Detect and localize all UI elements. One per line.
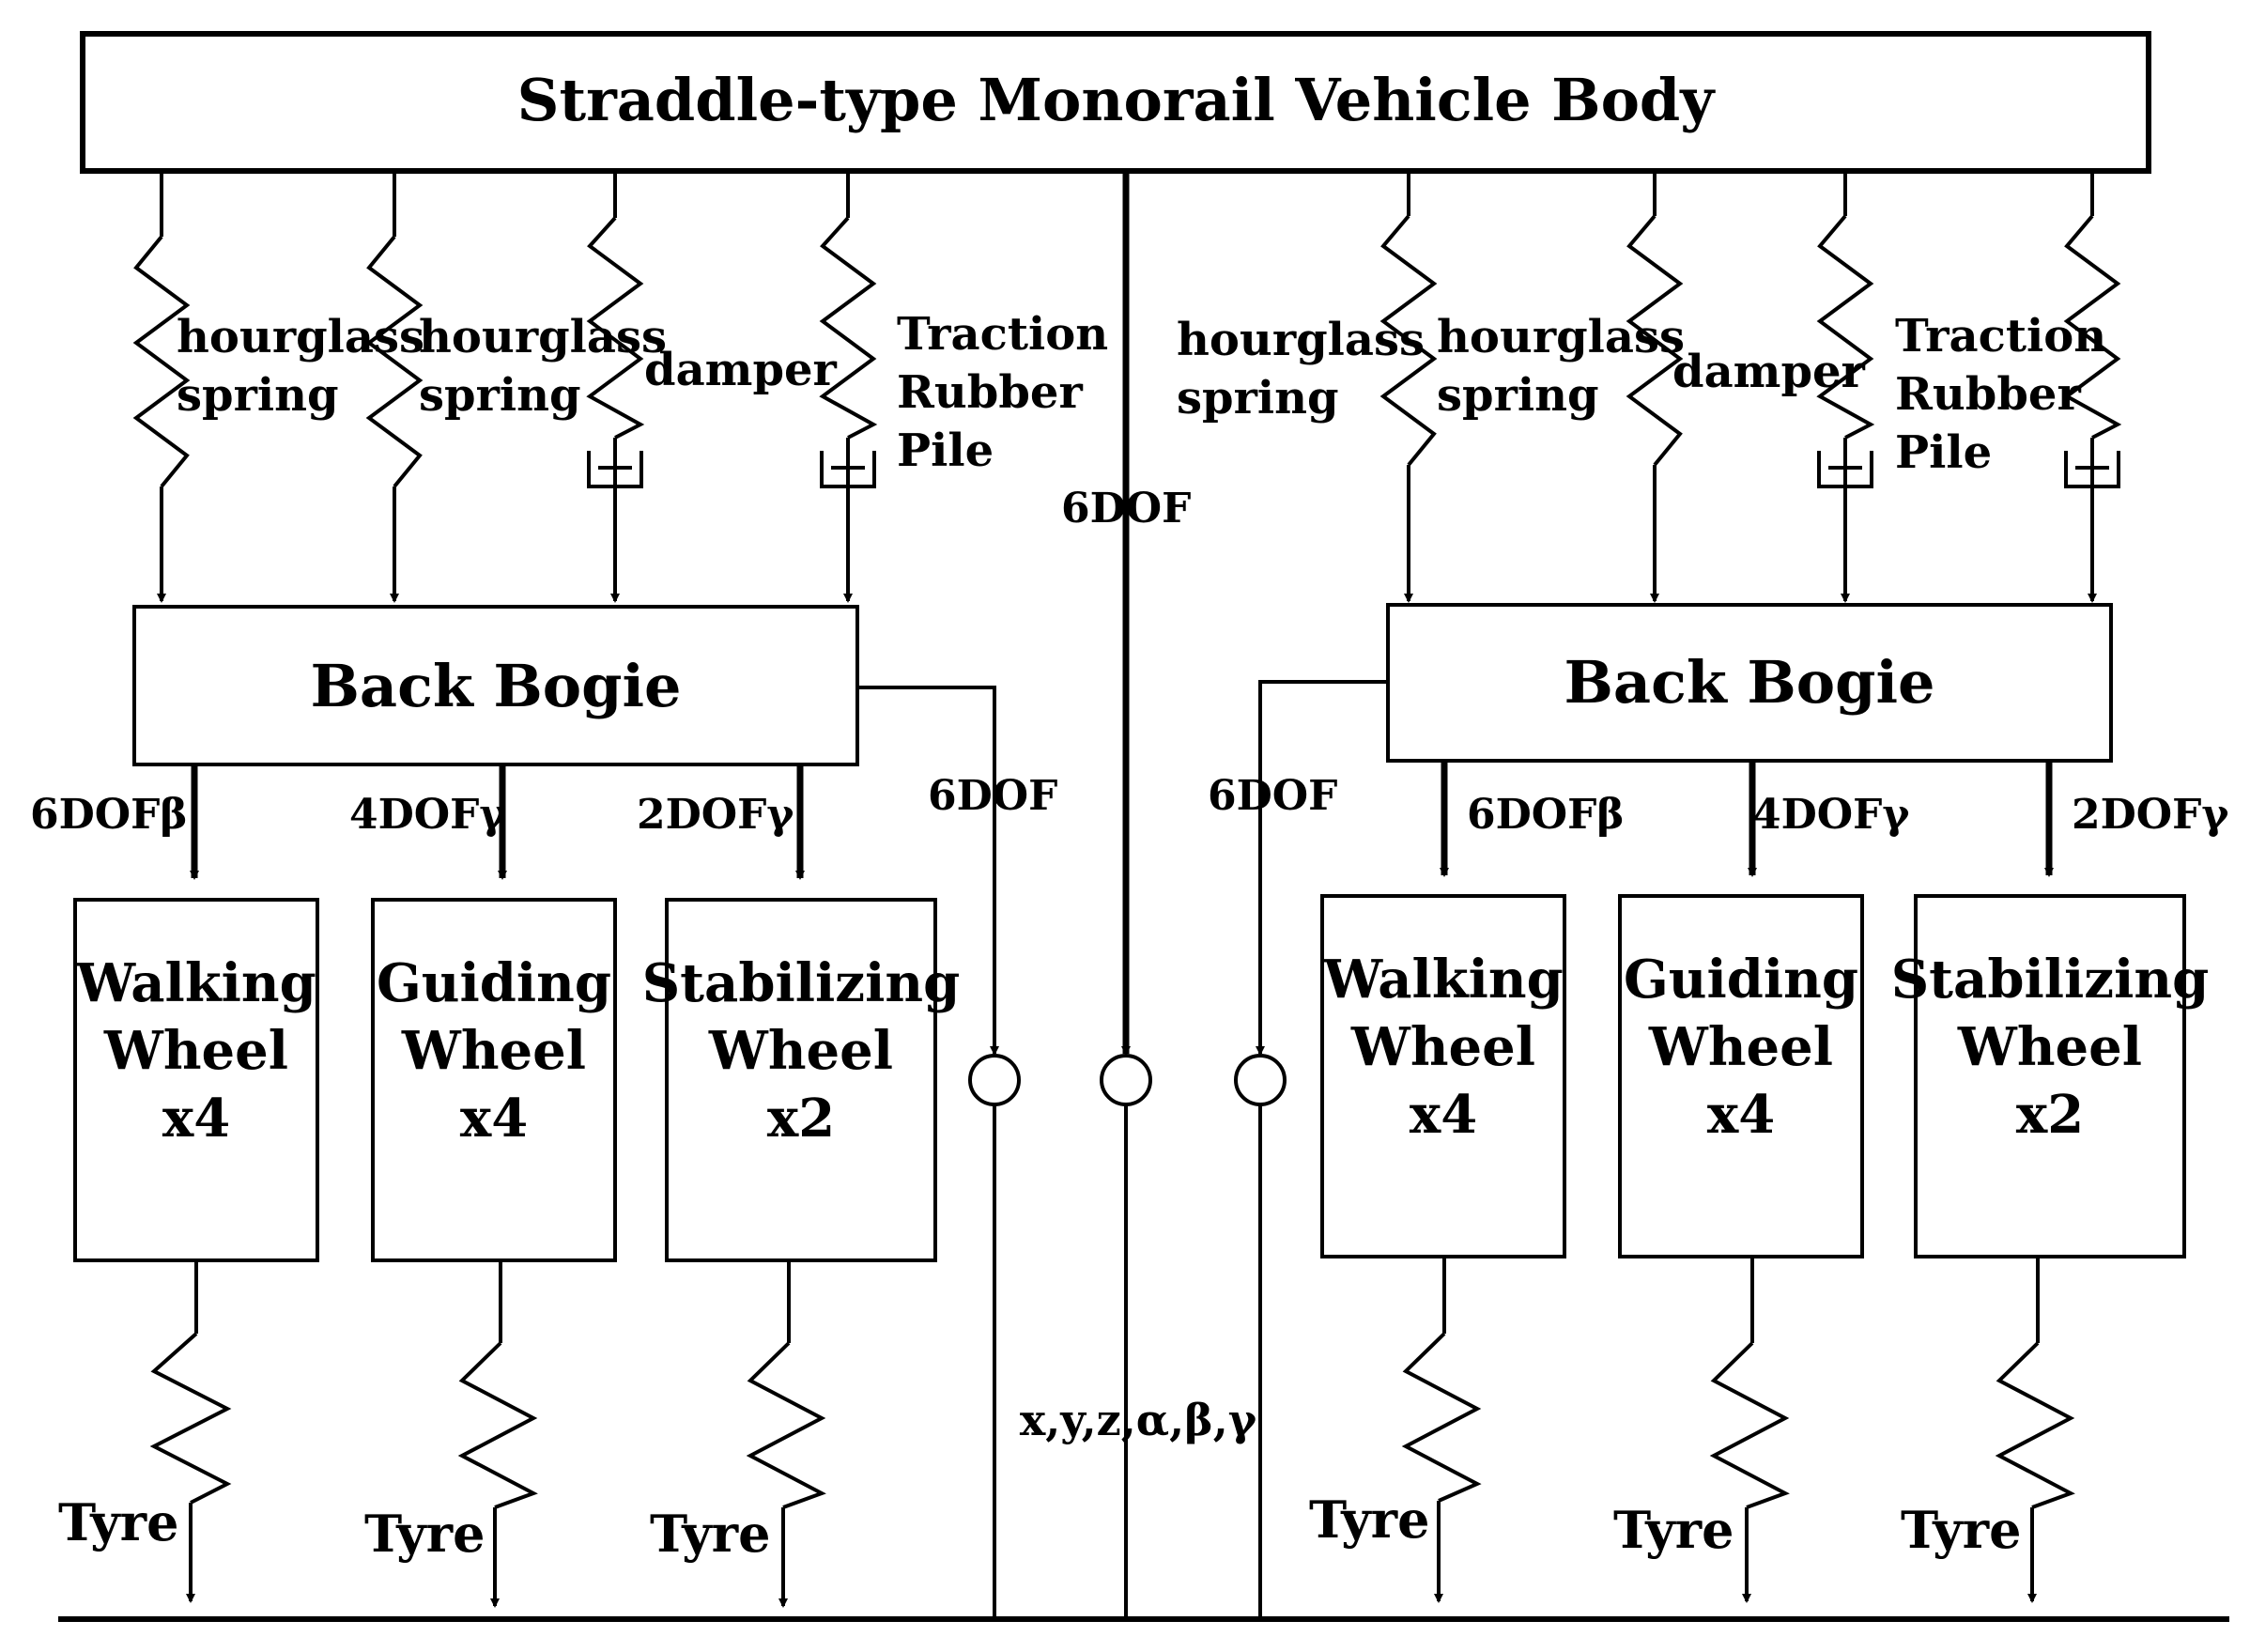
right-tyre-label-3: Tyre	[1901, 1500, 2021, 1560]
left-tyres: Tyre Tyre Tyre	[58, 1260, 826, 1608]
right-wheel-links: 6DOFβ 4DOFγ 2DOFγ	[1440, 761, 2229, 877]
right-tyre-spring-3-icon	[1995, 1341, 2075, 1509]
left-tyre-spring-3-icon	[746, 1341, 826, 1509]
right-label-damper: damper	[1672, 346, 1866, 398]
left-tyre-spring-2-icon	[457, 1341, 538, 1509]
right-stabilizing-wheel-box	[1914, 894, 2186, 1258]
left-joint-circle	[968, 1054, 1021, 1106]
right-traction-rubber-pile-icon	[2063, 214, 2122, 440]
right-dof-walking: 6DOFβ	[1467, 791, 1625, 839]
left-tyre-label-3: Tyre	[650, 1504, 770, 1564]
vehicle-body-box	[80, 31, 2151, 174]
right-hourglass-spring-2-icon	[1626, 214, 1684, 467]
right-tyre-label-1: Tyre	[1309, 1490, 1429, 1550]
right-guiding-wheel-box	[1618, 894, 1864, 1258]
vehicle-body-title: Straddle-type Monorail Vehicle Body	[517, 66, 1717, 134]
right-link-dof-label: 6DOF	[1208, 772, 1337, 820]
left-guiding-wheel-box	[371, 898, 617, 1262]
right-dof-stabilizing: 2DOFγ	[2072, 791, 2229, 839]
left-dof-stabilizing: 2DOFγ	[637, 791, 794, 839]
left-dof-walking: 6DOFβ	[30, 791, 188, 839]
right-hourglass-spring-1-icon	[1379, 214, 1438, 467]
right-tyre-spring-2-icon	[1709, 1341, 1790, 1509]
right-joint-circle	[1234, 1054, 1287, 1106]
left-tyre-label-1: Tyre	[58, 1492, 178, 1552]
right-tyre-spring-1-icon	[1401, 1332, 1482, 1503]
left-hourglass-spring-2-icon	[365, 235, 424, 488]
right-tyres: Tyre Tyre Tyre	[1309, 1257, 2075, 1603]
left-dof-guiding: 4DOFγ	[349, 791, 507, 839]
center-top-dof-label: 6DOF	[1061, 485, 1191, 533]
center-coords-label: x,y,z,α,β,γ	[1020, 1395, 1257, 1445]
right-dof-guiding: 4DOFγ	[1752, 791, 1910, 839]
left-label-damper: damper	[644, 344, 838, 396]
right-back-bogie-label: Back Bogie	[1564, 648, 1935, 717]
left-tyre-label-2: Tyre	[364, 1504, 485, 1564]
left-link-dof-label: 6DOF	[928, 772, 1057, 820]
left-damper-spring-icon	[586, 216, 645, 440]
left-tyre-spring-1-icon	[149, 1332, 232, 1505]
left-back-bogie-label: Back Bogie	[311, 652, 682, 720]
center-joint-circle	[1100, 1054, 1152, 1106]
left-wheel-links: 6DOFβ 4DOFγ 2DOFγ	[30, 764, 805, 880]
left-stabilizing-wheel-box	[665, 898, 937, 1262]
left-hourglass-spring-1-icon	[132, 235, 191, 488]
right-damper-spring-icon	[1816, 214, 1875, 440]
center-links: 6DOF 6DOF 6DOF x,y,z,α,β,γ	[857, 171, 1388, 1617]
right-tyre-label-2: Tyre	[1613, 1500, 1734, 1560]
left-traction-rubber-pile-icon	[819, 216, 878, 440]
